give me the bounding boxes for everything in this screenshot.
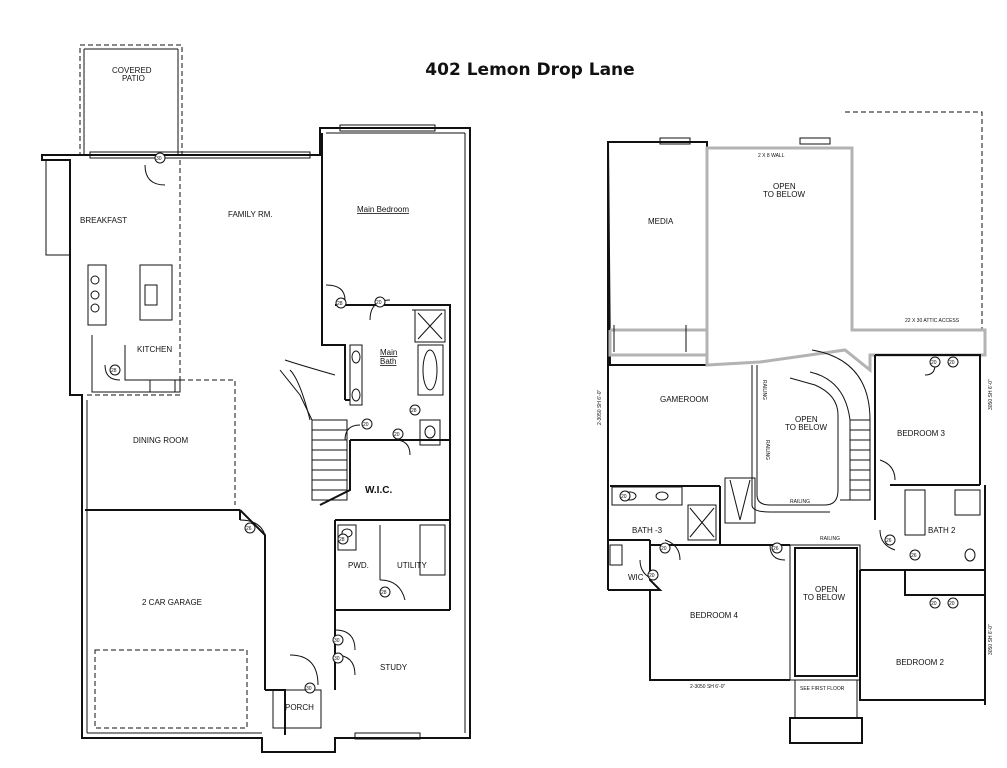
window-note-right-1: 3050 SH 6'-0"	[988, 379, 994, 410]
bedroom-4-label: BEDROOM 4	[690, 611, 739, 620]
open-to-below-3-label-b: TO BELOW	[803, 593, 846, 602]
svg-text:30: 30	[156, 156, 162, 162]
railing-note-4: RAILING	[820, 536, 840, 542]
family-room-label: FAMILY RM.	[228, 210, 273, 219]
garage-label: 2 CAR GARAGE	[142, 598, 202, 607]
svg-text:26: 26	[886, 538, 892, 544]
main-bath-label-2: Bath	[380, 357, 396, 366]
railing-note-3: RAILING	[790, 499, 810, 505]
svg-text:20: 20	[394, 432, 400, 438]
powder-label: PWD.	[348, 561, 369, 570]
wic-2-label: WIC	[628, 573, 644, 582]
media-label: MEDIA	[648, 217, 674, 226]
porch-label: PORCH	[285, 703, 314, 712]
svg-text:30: 30	[334, 638, 340, 644]
svg-text:20: 20	[661, 546, 667, 552]
svg-text:28: 28	[337, 301, 343, 307]
kitchen-label: KITCHEN	[137, 345, 172, 354]
page-title: 402 Lemon Drop Lane	[425, 60, 635, 80]
bedroom-3-label: BEDROOM 3	[897, 429, 946, 438]
second-floor-plan	[606, 111, 987, 744]
svg-text:28: 28	[411, 408, 417, 414]
svg-text:20: 20	[363, 422, 369, 428]
open-to-below-3-label-a: OPEN	[815, 585, 838, 594]
bath-2-label: BATH 2	[928, 526, 956, 535]
attic-access-note: 22 X 30 ATTIC ACCESS	[905, 318, 960, 324]
svg-text:28: 28	[381, 590, 387, 596]
svg-text:26: 26	[773, 546, 779, 552]
open-to-below-1-label-a: OPEN	[773, 182, 796, 191]
main-bath-label-1: Main	[380, 348, 397, 357]
covered-patio-outline	[79, 44, 183, 156]
gameroom-label: GAMEROOM	[660, 395, 709, 404]
svg-text:26: 26	[246, 526, 252, 532]
main-bedroom-label: Main Bedroom	[357, 205, 409, 214]
window-note-left: 2-3050 SH 6'-0"	[597, 390, 603, 425]
wall-note: 2 X 8 WALL	[758, 153, 785, 159]
svg-text:20: 20	[376, 300, 382, 306]
svg-text:26: 26	[911, 553, 917, 559]
svg-text:30: 30	[334, 656, 340, 662]
utility-label: UTILITY	[397, 561, 427, 570]
bath-3-label: BATH -3	[632, 526, 663, 535]
svg-text:20: 20	[931, 601, 937, 607]
bedroom-2-label: BEDROOM 2	[896, 658, 945, 667]
open-to-below-1-label-b: TO BELOW	[763, 190, 806, 199]
open-to-below-outline	[705, 146, 987, 374]
svg-text:20: 20	[949, 360, 955, 366]
wic-label: W.I.C.	[365, 485, 392, 496]
covered-patio-label-2: PATIO	[122, 74, 145, 83]
svg-text:20: 20	[949, 601, 955, 607]
svg-text:28: 28	[111, 368, 117, 374]
first-floor-exterior-wall	[41, 127, 471, 753]
study-label: STUDY	[380, 663, 408, 672]
svg-text:30: 30	[306, 686, 312, 692]
window-note-right-2: 3050 SH 6'-0"	[988, 624, 994, 655]
svg-text:20: 20	[931, 360, 937, 366]
svg-text:20: 20	[621, 494, 627, 500]
breakfast-label: BREAKFAST	[80, 216, 127, 225]
svg-text:28: 28	[339, 537, 345, 543]
first-floor-plan	[41, 44, 471, 753]
dining-room-label: DINING ROOM	[133, 436, 188, 445]
open-to-below-2-label-b: TO BELOW	[785, 423, 828, 432]
covered-patio-label-1: COVERED	[112, 66, 152, 75]
railing-note-2: RAILING	[764, 440, 770, 460]
open-to-below-2-label-a: OPEN	[795, 415, 818, 424]
second-floor-door-marks: 20 20 20 26 26 26 20 20 20 20	[619, 356, 959, 609]
first-floor-door-marks: 30 28 28 20 20 20 28 28 26 28 30 30 30	[109, 152, 421, 694]
see-first-floor-note: SEE FIRST FLOOR	[800, 686, 845, 692]
svg-text:20: 20	[649, 573, 655, 579]
railing-note-1: RAILING	[761, 380, 767, 400]
window-note-bottom: 2-3050 SH 6'-0"	[690, 684, 725, 690]
